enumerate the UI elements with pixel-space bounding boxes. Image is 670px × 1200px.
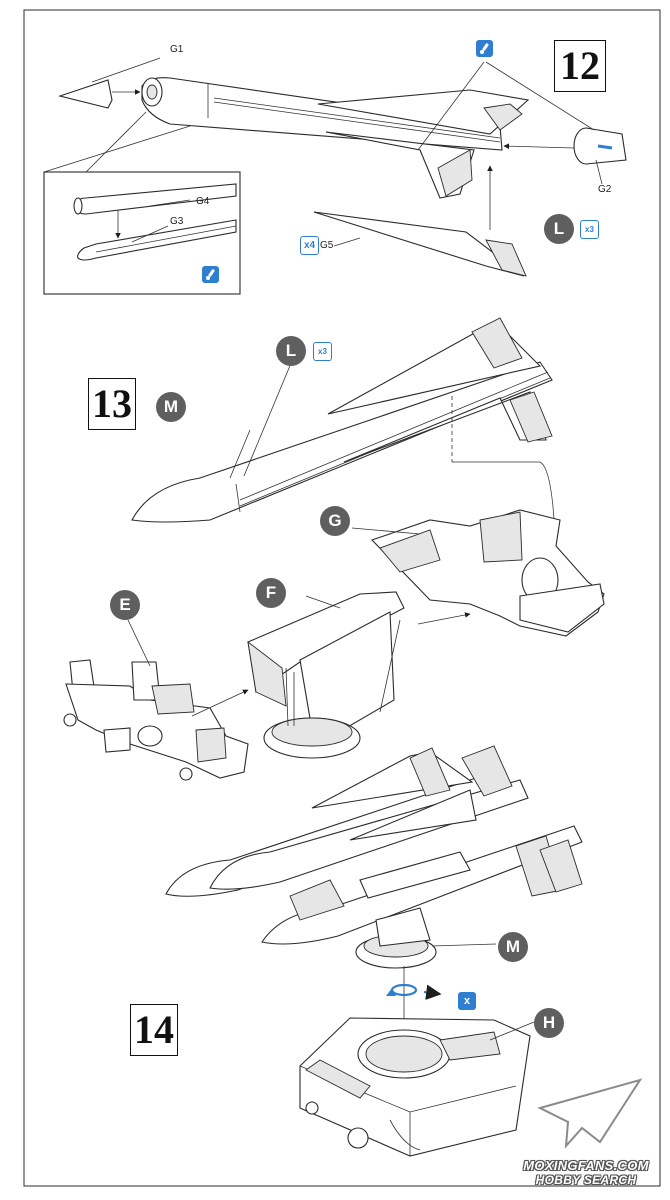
part-code-g4: G4: [196, 196, 210, 207]
sub-assembly-m-badge: M: [498, 932, 528, 962]
sub-assembly-g-badge: G: [320, 506, 350, 536]
sub-assembly-l-badge: L: [544, 214, 574, 244]
sub-assembly-l-badge: L: [276, 336, 306, 366]
step-14-number: 14: [130, 1004, 178, 1056]
step-12-inset: [43, 171, 241, 295]
rotate-arrow-icon: [386, 983, 442, 1000]
cement-icon: [202, 266, 219, 283]
part-code-g3: G3: [170, 216, 184, 227]
step-14-missiles: [165, 745, 583, 969]
sub-assembly-h-badge: H: [534, 1008, 564, 1038]
part-code-g5: G5: [320, 240, 334, 251]
quantity-l-step13: x3: [313, 342, 332, 361]
watermark-line-1: MOXINGFANS.COM: [523, 1158, 649, 1173]
quantity-g5: x4: [300, 236, 319, 255]
sheet-border: [23, 9, 661, 1187]
step-13-launcher-bracket-g: [351, 509, 605, 637]
part-code-g1: G1: [170, 44, 184, 55]
no-cement-icon: x: [458, 992, 476, 1010]
upper-wing: [317, 89, 530, 135]
step-12-number: 12: [554, 40, 606, 92]
watermark: MOXINGFANS.COM HOBBY SEARCH: [506, 1158, 666, 1187]
watermark-plane-icon: [537, 1078, 643, 1149]
wing-fin-g5: [313, 211, 525, 277]
nose-cone-g1: [58, 79, 113, 109]
step-14-vehicle-hull-h: [299, 966, 535, 1157]
watermark-line-2: HOBBY SEARCH: [535, 1173, 637, 1187]
step-13-assembly-e: [63, 619, 249, 781]
part-code-g2: G2: [598, 184, 612, 195]
quantity-l-step12: x3: [580, 220, 599, 239]
sub-assembly-f-badge: F: [256, 578, 286, 608]
sub-assembly-e-badge: E: [110, 590, 140, 620]
step-13-missile: [131, 317, 559, 591]
step-13-mount-f: [247, 591, 471, 759]
cement-icon: [476, 40, 493, 57]
sub-assembly-m-badge: M: [156, 392, 186, 422]
step-12-drawing: [43, 57, 627, 277]
lower-wing: [325, 131, 475, 199]
step-13-number: 13: [88, 378, 136, 430]
